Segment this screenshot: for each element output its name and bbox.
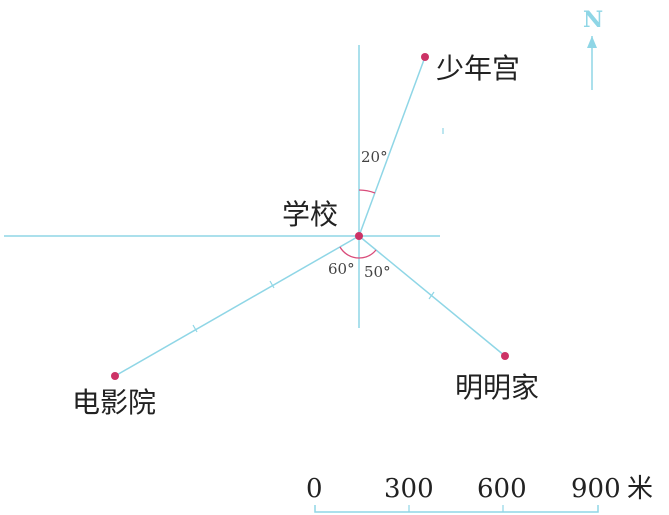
arc-60deg — [339, 246, 360, 259]
arc-50deg — [358, 249, 377, 259]
angle-label-cinema: 60° — [328, 260, 355, 278]
angle-label-ming-home: 50° — [364, 263, 391, 281]
youth-palace-point — [421, 53, 429, 61]
ray-to-ming-home — [358, 235, 506, 357]
school-label: 学校 — [282, 198, 338, 231]
scale-label-600: 600 — [477, 474, 527, 504]
cinema-label: 电影院 — [72, 386, 156, 419]
north-label: N — [583, 7, 603, 33]
angle-label-youth-palace: 20° — [361, 148, 388, 166]
arc-20deg — [358, 189, 376, 194]
ming-home-label: 明明家 — [455, 371, 539, 404]
scale-label-0: 0 — [306, 474, 323, 504]
scale-unit: 米 — [627, 474, 653, 504]
cinema-ray-mark-1 — [269, 280, 275, 289]
ray-to-cinema — [114, 235, 360, 377]
scale-bar — [314, 505, 599, 513]
ray-to-youth-palace — [358, 56, 426, 237]
cinema-point — [111, 372, 119, 380]
ming-home-point — [501, 352, 509, 360]
scale-label-900: 900 — [571, 474, 621, 504]
cinema-ray-mark-2 — [192, 324, 198, 333]
north-arrow-icon — [587, 36, 597, 48]
scale-label-300: 300 — [384, 474, 434, 504]
youth-palace-label: 少年宫 — [436, 52, 520, 85]
school-point — [355, 232, 363, 240]
ming-ray-mark — [428, 291, 435, 300]
